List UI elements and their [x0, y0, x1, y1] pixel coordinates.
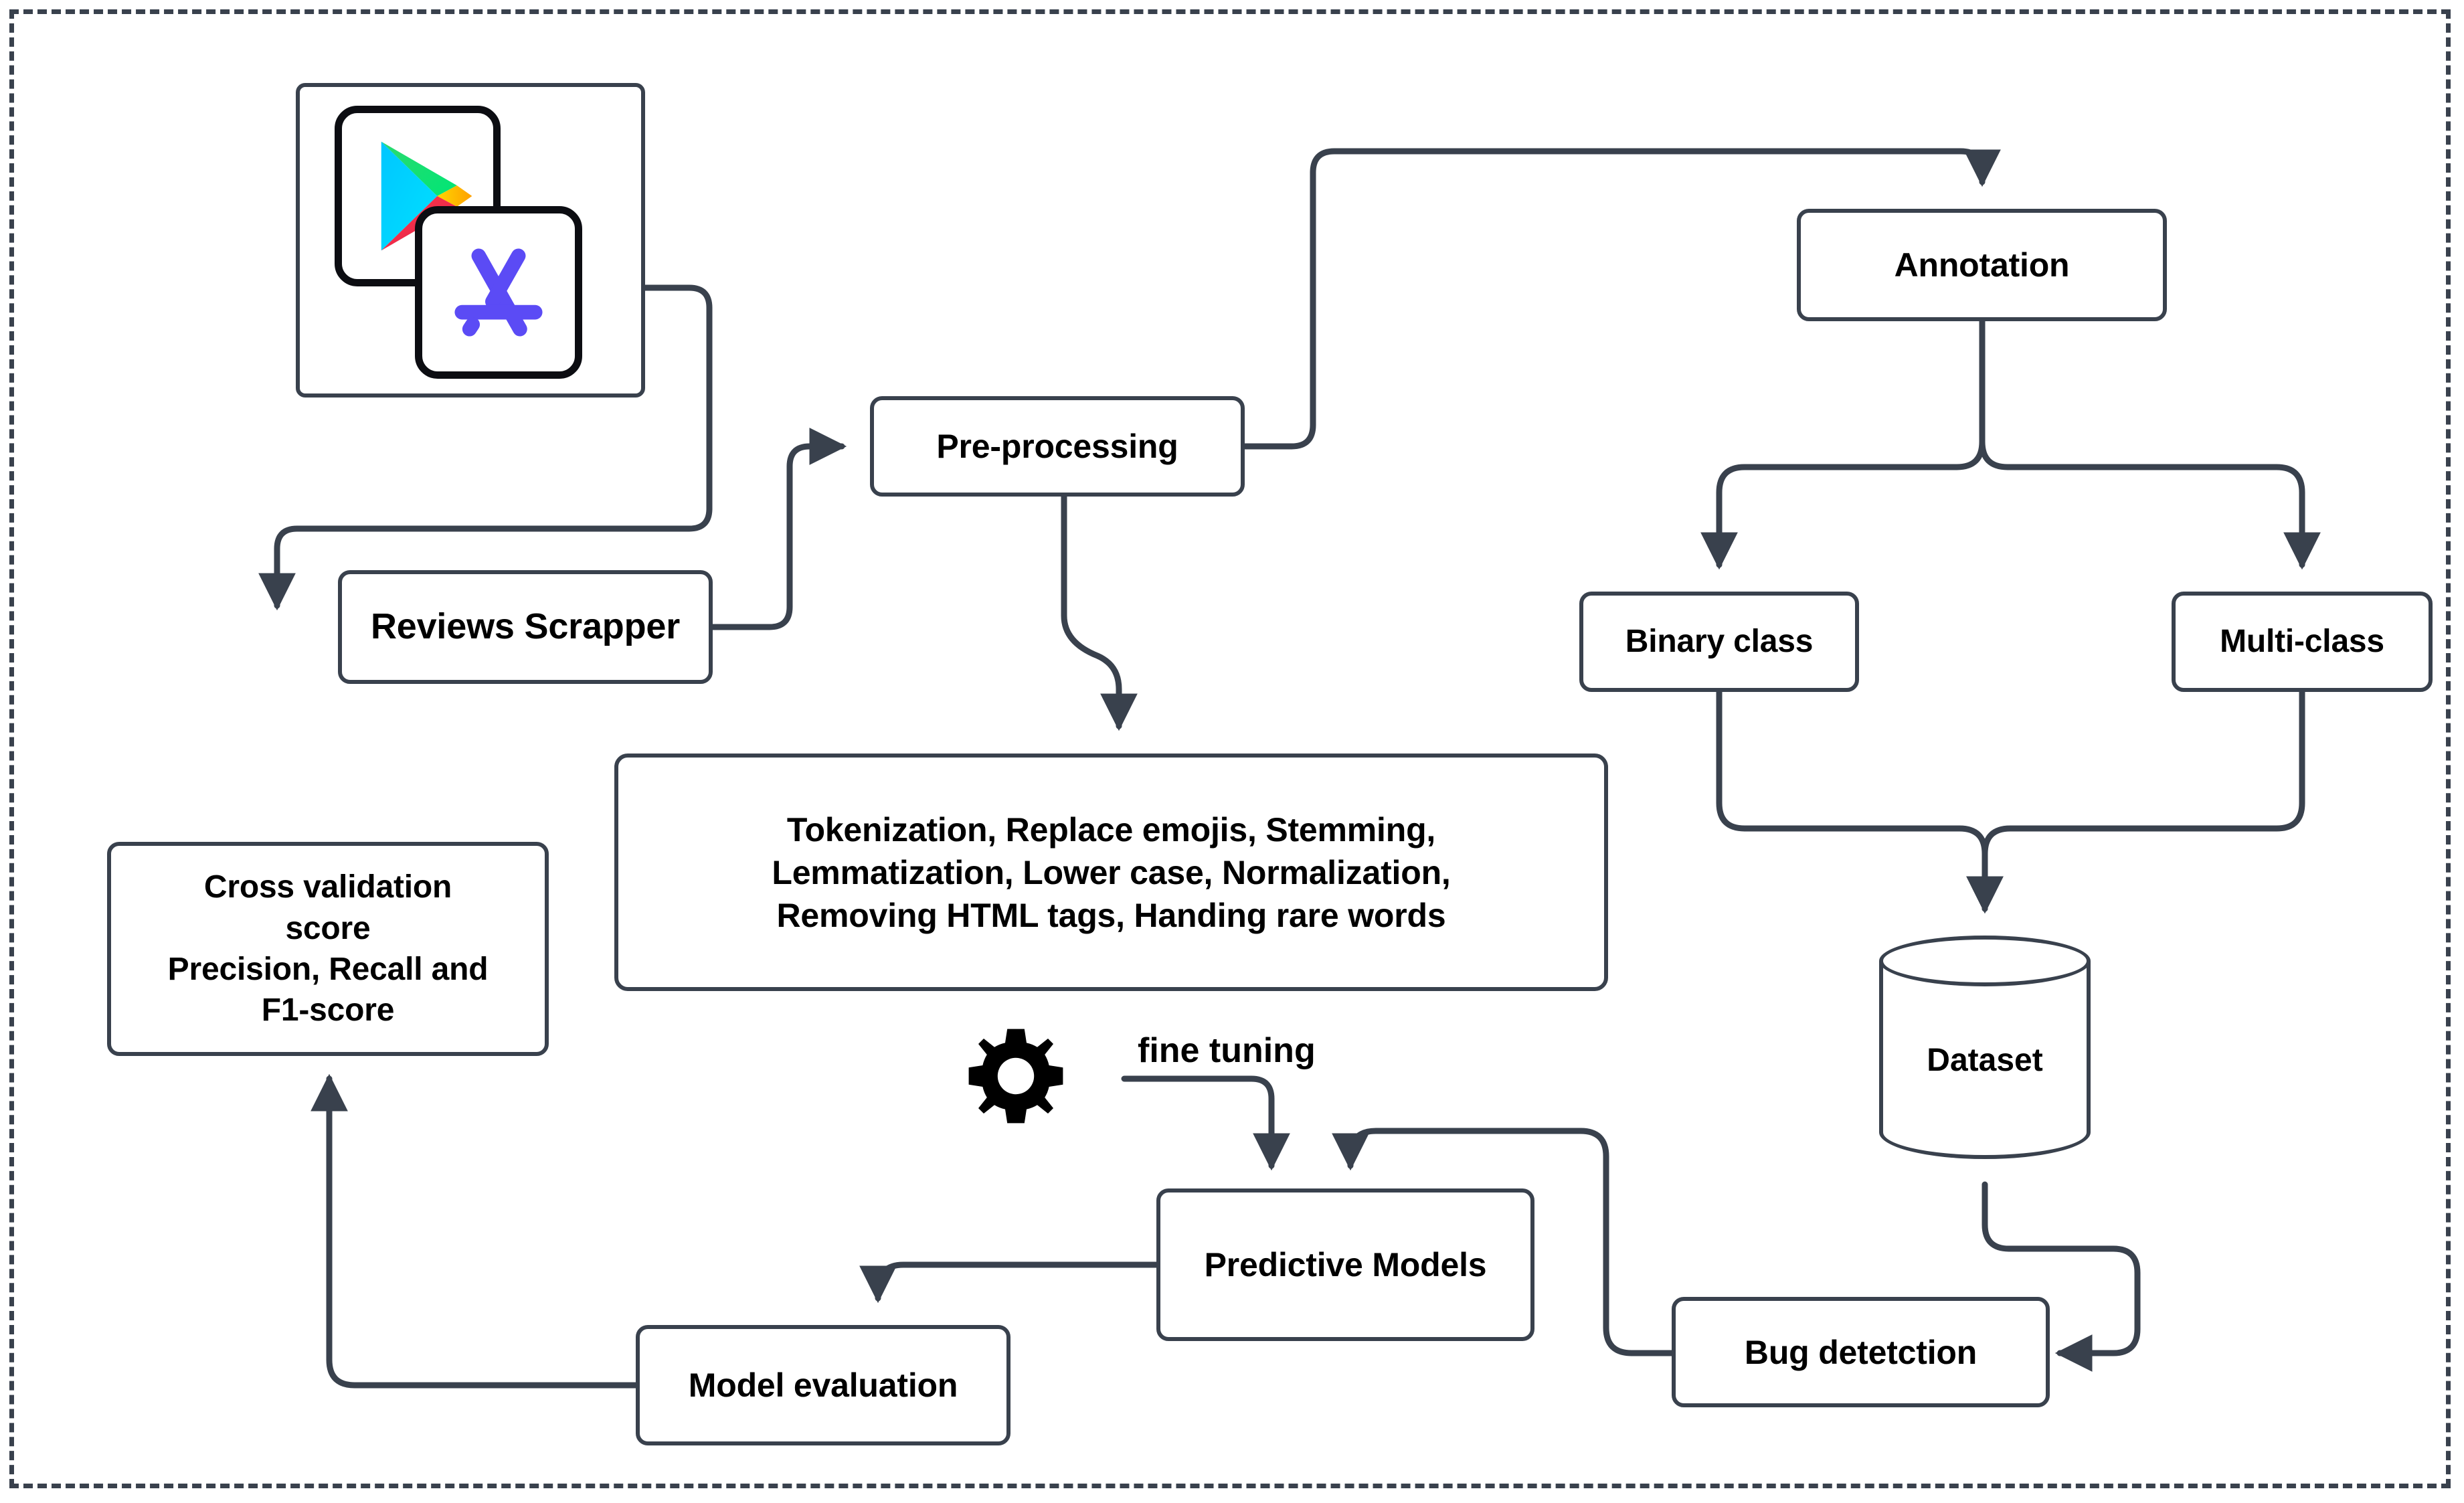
node-cross-validation-score[interactable]: Cross validation score Precision, Recall…	[107, 842, 549, 1056]
node-pre-processing[interactable]: Pre-processing	[870, 396, 1245, 497]
node-binary-class[interactable]: Binary class	[1579, 592, 1859, 692]
node-label: Cross validation score Precision, Recall…	[167, 869, 489, 1029]
node-label: Annotation	[1894, 246, 2070, 284]
diagram-dashed-frame	[9, 9, 2451, 1488]
node-bug-detection[interactable]: Bug detetction	[1672, 1297, 2050, 1407]
node-label: Binary class	[1625, 624, 1814, 660]
node-label: Tokenization, Replace emojis, Stemming, …	[772, 810, 1451, 934]
node-preprocessing-steps[interactable]: Tokenization, Replace emojis, Stemming, …	[614, 754, 1608, 991]
node-label: Model evaluation	[688, 1366, 958, 1404]
node-label: Pre-processing	[936, 428, 1178, 465]
node-annotation[interactable]: Annotation	[1797, 209, 2167, 321]
app-store-icon	[454, 248, 543, 337]
node-model-evaluation[interactable]: Model evaluation	[636, 1325, 1010, 1445]
node-label: Bug detetction	[1744, 1333, 1977, 1371]
app-store-tile[interactable]	[415, 206, 582, 379]
node-dataset-cylinder[interactable]: Dataset	[1879, 936, 2091, 1184]
node-reviews-scrapper[interactable]: Reviews Scrapper	[338, 570, 713, 684]
gear-icon	[968, 1029, 1063, 1124]
fine-tuning-edge-label: fine tuning	[1138, 1031, 1316, 1070]
node-label: Multi-class	[2220, 624, 2384, 660]
node-label: Predictive Models	[1204, 1246, 1487, 1284]
node-label: Dataset	[1927, 1042, 2043, 1078]
node-predictive-models[interactable]: Predictive Models	[1156, 1188, 1534, 1341]
app-stores-source-node[interactable]	[296, 83, 645, 397]
node-label: Reviews Scrapper	[370, 606, 681, 647]
node-multi-class[interactable]: Multi-class	[2172, 592, 2433, 692]
cylinder-body	[1879, 961, 2091, 1159]
cylinder-top-ellipse	[1879, 936, 2091, 986]
